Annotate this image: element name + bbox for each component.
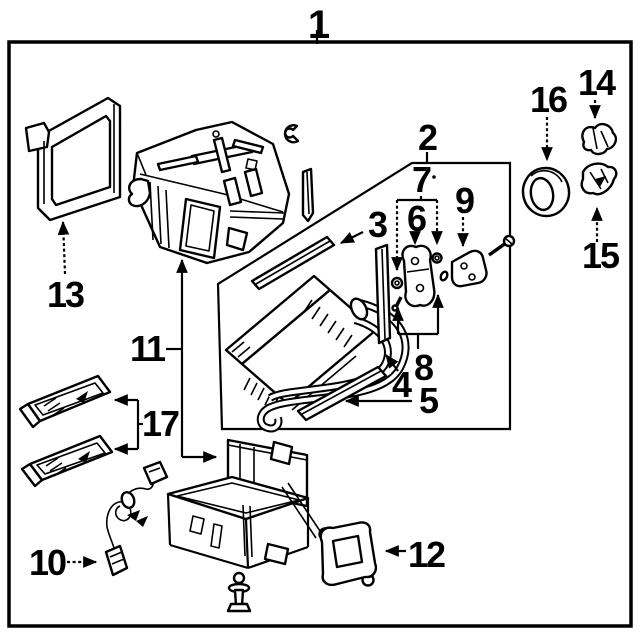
callout-6: 6 xyxy=(407,198,428,246)
part-lower-case xyxy=(166,438,323,570)
callout-3: 3 xyxy=(339,204,389,245)
callout-9: 9 xyxy=(455,180,476,248)
callout-4: 4 xyxy=(385,354,414,405)
callout-16: 16 xyxy=(530,79,569,162)
part-14-clip xyxy=(581,122,618,156)
part-15-clip xyxy=(580,162,618,196)
callout-1: 1 xyxy=(308,3,332,47)
speck xyxy=(432,175,436,179)
callout-15-label: 15 xyxy=(582,235,620,276)
part-12-seal-ring xyxy=(318,521,378,587)
part-16-grommet xyxy=(521,166,571,218)
callout-17: 17 xyxy=(113,394,181,455)
part-clip-small xyxy=(283,124,315,223)
callout-14: 14 xyxy=(578,62,618,120)
callout-14-label: 14 xyxy=(578,62,616,103)
callout-2: 2 xyxy=(216,117,512,431)
callout-12-label: 12 xyxy=(408,534,445,575)
callout-11-label: 11 xyxy=(130,328,166,369)
callout-4-label: 4 xyxy=(392,364,412,405)
callout-6-label: 6 xyxy=(407,198,426,239)
callout-13-label: 13 xyxy=(47,274,84,315)
part-9-fitting xyxy=(450,234,516,288)
part-4-seal-strip xyxy=(374,243,392,345)
part-drain-plug xyxy=(226,571,252,613)
callout-8-label: 8 xyxy=(414,347,433,388)
callout-12: 12 xyxy=(384,534,447,575)
callout-17-label: 17 xyxy=(142,403,179,444)
part-17-filters xyxy=(18,374,114,488)
callout-11: 11 xyxy=(130,258,218,463)
part-6-expansion-valve xyxy=(401,244,436,308)
callout-5: 5 xyxy=(344,380,441,421)
callout-9-label: 9 xyxy=(455,180,474,221)
callout-5-label: 5 xyxy=(419,380,439,421)
part-13-seal-frame xyxy=(24,96,122,222)
callout-2-label: 2 xyxy=(418,117,437,158)
part-5-seal-strip xyxy=(296,365,388,422)
callout-1-label: 1 xyxy=(308,3,330,47)
part-3-seal-strip xyxy=(250,235,336,291)
callout-10: 10 xyxy=(29,542,98,583)
callout-13: 13 xyxy=(47,220,86,315)
part-o-rings xyxy=(390,252,449,312)
part-10-thermistor xyxy=(104,460,169,577)
callout-3-label: 3 xyxy=(368,204,387,245)
figure-border xyxy=(7,40,633,628)
callout-7-label: 7 xyxy=(412,159,431,200)
callout-16-label: 16 xyxy=(530,79,567,120)
callout-15: 15 xyxy=(582,206,622,276)
callout-7: 7 xyxy=(391,159,443,272)
part-11-upper-case xyxy=(127,120,291,265)
callout-10-label: 10 xyxy=(29,542,66,583)
part-evaporator-core xyxy=(224,274,410,433)
callout-8: 8 xyxy=(392,293,444,388)
